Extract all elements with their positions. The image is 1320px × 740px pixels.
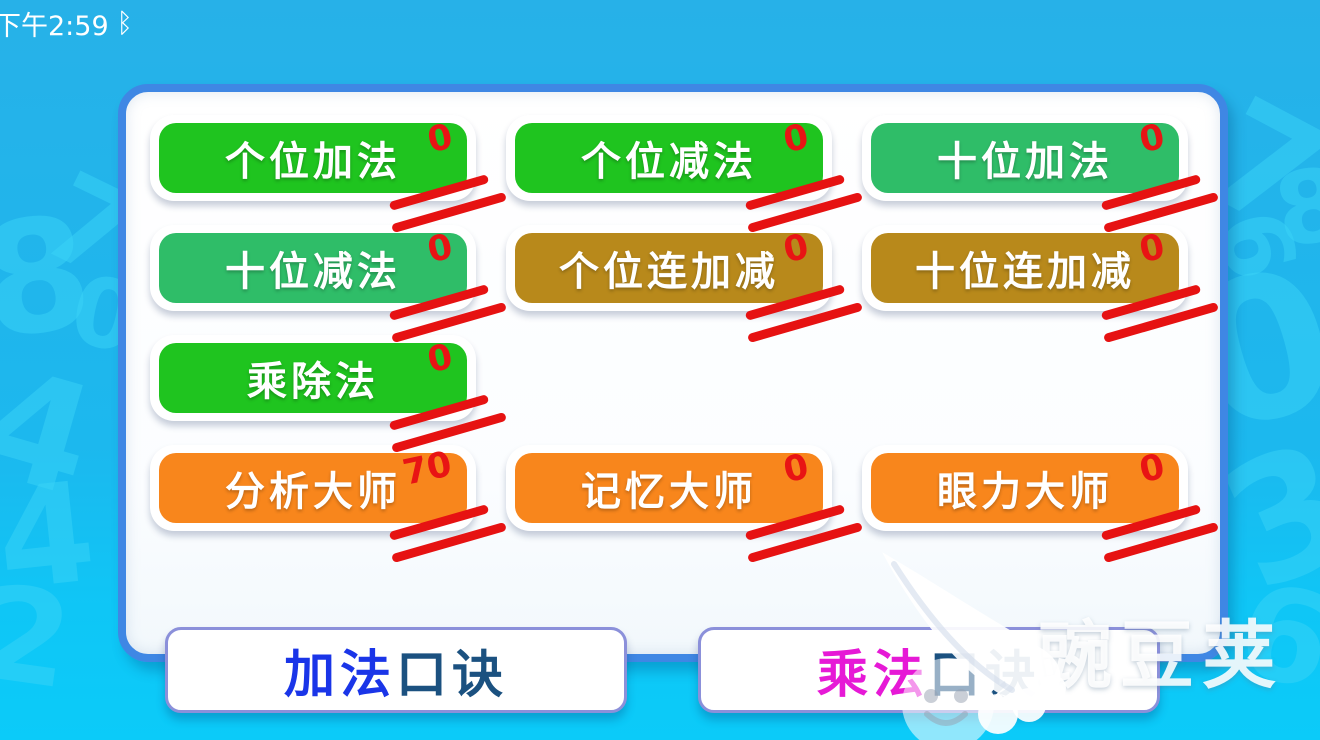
button-row-4: 分析大师 70 记忆大师 0 眼力大师 0 xyxy=(150,444,1219,564)
game-button-label: 记忆大师 xyxy=(581,469,757,515)
background-digit: 2 xyxy=(0,555,81,719)
game-button-label: 个位连加减 xyxy=(559,249,779,295)
game-button-label: 十位加法 xyxy=(937,139,1113,185)
game-button-label: 十位减法 xyxy=(225,249,401,295)
background-digit: 4 xyxy=(0,451,103,622)
status-bar: 下午2:59 ᛒ xyxy=(0,4,133,43)
game-button-label: 个位加法 xyxy=(225,139,401,185)
game-button-units-subtraction[interactable]: 个位减法 0 xyxy=(506,115,863,234)
game-button-label: 十位连加减 xyxy=(915,249,1135,295)
background-digit: 8 xyxy=(1266,143,1320,272)
addition-formulas-button[interactable]: 加法口诀 xyxy=(165,627,627,713)
background-digit: 4 xyxy=(0,334,113,532)
game-button-memory-master[interactable]: 记忆大师 0 xyxy=(506,445,863,564)
button-row-3: 乘除法 0 xyxy=(150,335,1196,454)
game-button-tens-subtraction[interactable]: 十位减法 0 xyxy=(150,225,507,344)
game-mode-grid: 个位加法 0 个位减法 0 十位加法 0 十位减法 0 xyxy=(126,92,1220,578)
button-row-2: 十位减法 0 个位连加减 0 十位连加减 0 xyxy=(150,225,1219,344)
game-button-label: 个位减法 xyxy=(581,139,757,185)
button-row-1: 个位加法 0 个位减法 0 十位加法 0 xyxy=(150,115,1219,234)
game-button-tens-addition[interactable]: 十位加法 0 xyxy=(862,115,1219,234)
game-button-label: 乘除法 xyxy=(247,359,379,405)
game-button-tens-mixed[interactable]: 十位连加减 0 xyxy=(862,225,1219,344)
game-button-label: 眼力大师 xyxy=(937,469,1113,515)
clock-time: 下午2:59 xyxy=(0,11,109,42)
footer-button-label-part1: 加法 xyxy=(283,646,396,705)
background-digit: 8 xyxy=(0,180,102,375)
game-button-analysis-master[interactable]: 分析大师 70 xyxy=(150,444,507,564)
footer-button-label-part1: 乘法 xyxy=(816,646,929,705)
footer-button-label-part2: 口诀 xyxy=(929,646,1042,705)
game-button-units-addition[interactable]: 个位加法 0 xyxy=(150,115,507,234)
game-button-multiply-divide[interactable]: 乘除法 0 xyxy=(150,335,507,454)
footer-button-label-part2: 口诀 xyxy=(396,646,509,705)
game-button-eyesight-master[interactable]: 眼力大师 0 xyxy=(862,445,1219,564)
multiplication-formulas-button[interactable]: 乘法口诀 xyxy=(698,627,1160,713)
game-button-label: 分析大师 xyxy=(225,469,401,515)
bluetooth-icon: ᛒ xyxy=(116,8,133,39)
game-mode-panel: 个位加法 0 个位减法 0 十位加法 0 十位减法 0 xyxy=(118,84,1228,662)
game-button-units-mixed[interactable]: 个位连加减 0 xyxy=(506,225,863,344)
background-digit: 6 xyxy=(1227,556,1320,719)
